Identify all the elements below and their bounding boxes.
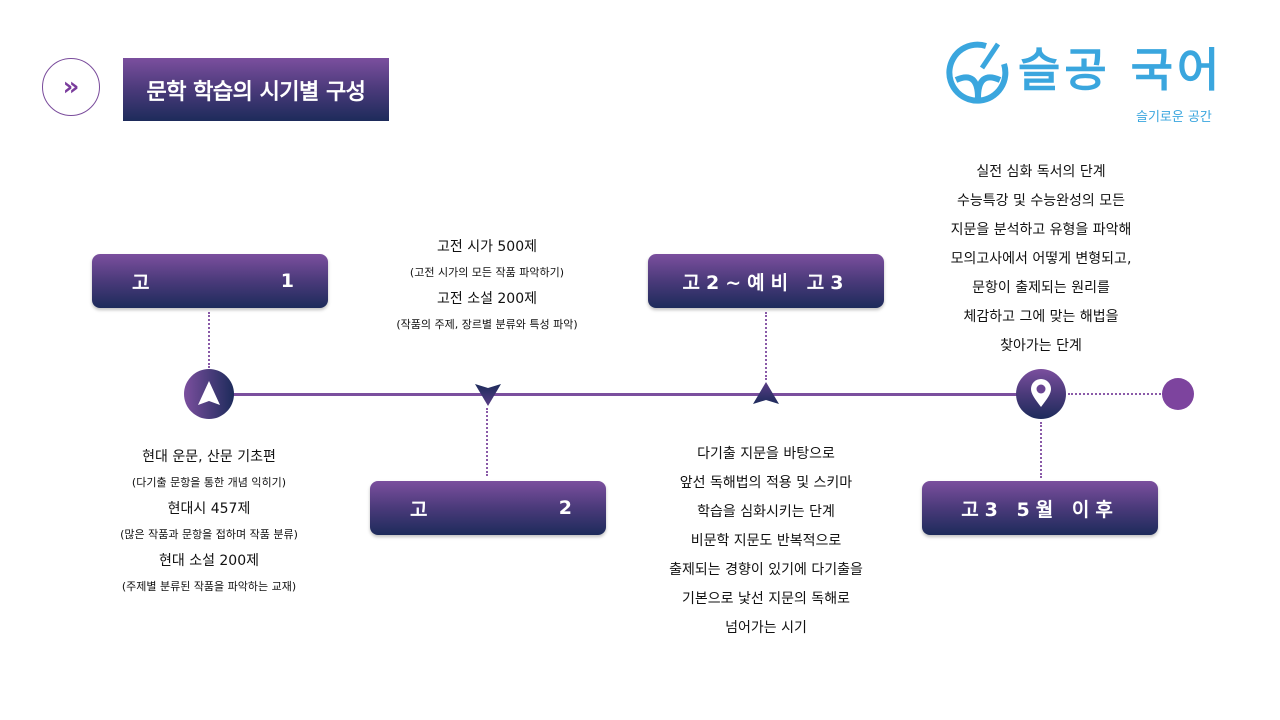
description-line: 현대시 457제: [167, 501, 251, 517]
triangle-up-marker-icon: [753, 382, 779, 404]
navigation-arrow-icon: [184, 369, 234, 419]
description-note: (고전 시가의 모든 작품 파악하기): [409, 266, 565, 279]
logo: 슬공 국어 슬기로운 공간: [946, 38, 1226, 128]
description-note: (다기출 문항을 통한 개념 익히기): [131, 476, 287, 489]
logo-name: 슬공 국어: [1018, 43, 1224, 97]
stage-description-pre-grade3: 다기출 지문을 바탕으로 앞선 독해법의 적용 및 스키마 학습을 심화시키는 …: [669, 440, 863, 643]
stage-label-number: 2: [558, 497, 572, 519]
stage-label: 고: [410, 498, 428, 521]
logo-tagline: 슬기로운 공간: [1136, 110, 1212, 125]
connector: [1040, 422, 1042, 478]
end-circle: [1162, 378, 1194, 410]
description-line: 수능특강 및 수능완성의 모든: [957, 193, 1125, 209]
description-line: 지문을 분석하고 유형을 파악해: [950, 222, 1132, 238]
description-line: 실전 심화 독서의 단계: [976, 164, 1106, 180]
description-line: 현대 운문, 산문 기초편: [142, 449, 276, 465]
description-line: 다기출 지문을 바탕으로: [697, 446, 835, 462]
page-title: 문학 학습의 시기별 구성: [123, 58, 389, 121]
description-note: (주제별 분류된 작품을 파악하는 교재): [121, 580, 297, 593]
triangle-down-marker-icon: [475, 384, 501, 406]
description-line: 모의고사에서 어떻게 변형되고,: [950, 251, 1132, 267]
connector: [486, 408, 488, 476]
description-note: (많은 작품과 문항을 접하며 작품 분류): [120, 528, 298, 541]
connector: [208, 312, 210, 368]
description-line: 넘어가는 시기: [725, 620, 807, 636]
description-line: 고전 소설 200제: [436, 291, 538, 307]
description-line: 출제되는 경향이 있기에 다기출을: [669, 562, 863, 578]
description-line: 찾아가는 단계: [1000, 338, 1082, 354]
description-line: 문항이 출제되는 원리를: [972, 280, 1110, 296]
logo-pen-icon: [946, 41, 1009, 104]
stage-label: 고: [132, 271, 150, 294]
stage-box-pre-grade3: 고2~예비 고3: [648, 254, 884, 308]
description-line: 학습을 심화시키는 단계: [697, 504, 835, 520]
location-pin-icon: [1016, 369, 1066, 419]
timeline-line: [210, 393, 1040, 396]
stage-box-grade3-may: 고3 5월 이후: [922, 481, 1158, 535]
stage-description-grade1: 현대 운문, 산문 기초편 (다기출 문항을 통한 개념 익히기) 현대시 45…: [120, 444, 298, 600]
description-line: 고전 시가 500제: [436, 239, 538, 255]
description-line: 체감하고 그에 맞는 해법을: [963, 309, 1119, 325]
description-line: 앞선 독해법의 적용 및 스키마: [679, 475, 853, 491]
description-line: 기본으로 낯선 지문의 독해로: [682, 591, 850, 607]
double-chevron-right-icon: »: [42, 58, 100, 116]
stage-description-grade2: 고전 시가 500제 (고전 시가의 모든 작품 파악하기) 고전 소설 200…: [396, 234, 577, 338]
connector: [765, 312, 767, 380]
description-note: (작품의 주제, 장르별 분류와 특성 파악): [396, 318, 578, 331]
description-line: 비문학 지문도 반복적으로: [690, 533, 842, 549]
stage-label-number: 1: [280, 270, 294, 292]
timeline-dotted-extension: [1068, 393, 1164, 395]
description-line: 현대 소설 200제: [158, 553, 260, 569]
stage-description-grade3-may: 실전 심화 독서의 단계 수능특강 및 수능완성의 모든 지문을 분석하고 유형…: [951, 158, 1132, 361]
